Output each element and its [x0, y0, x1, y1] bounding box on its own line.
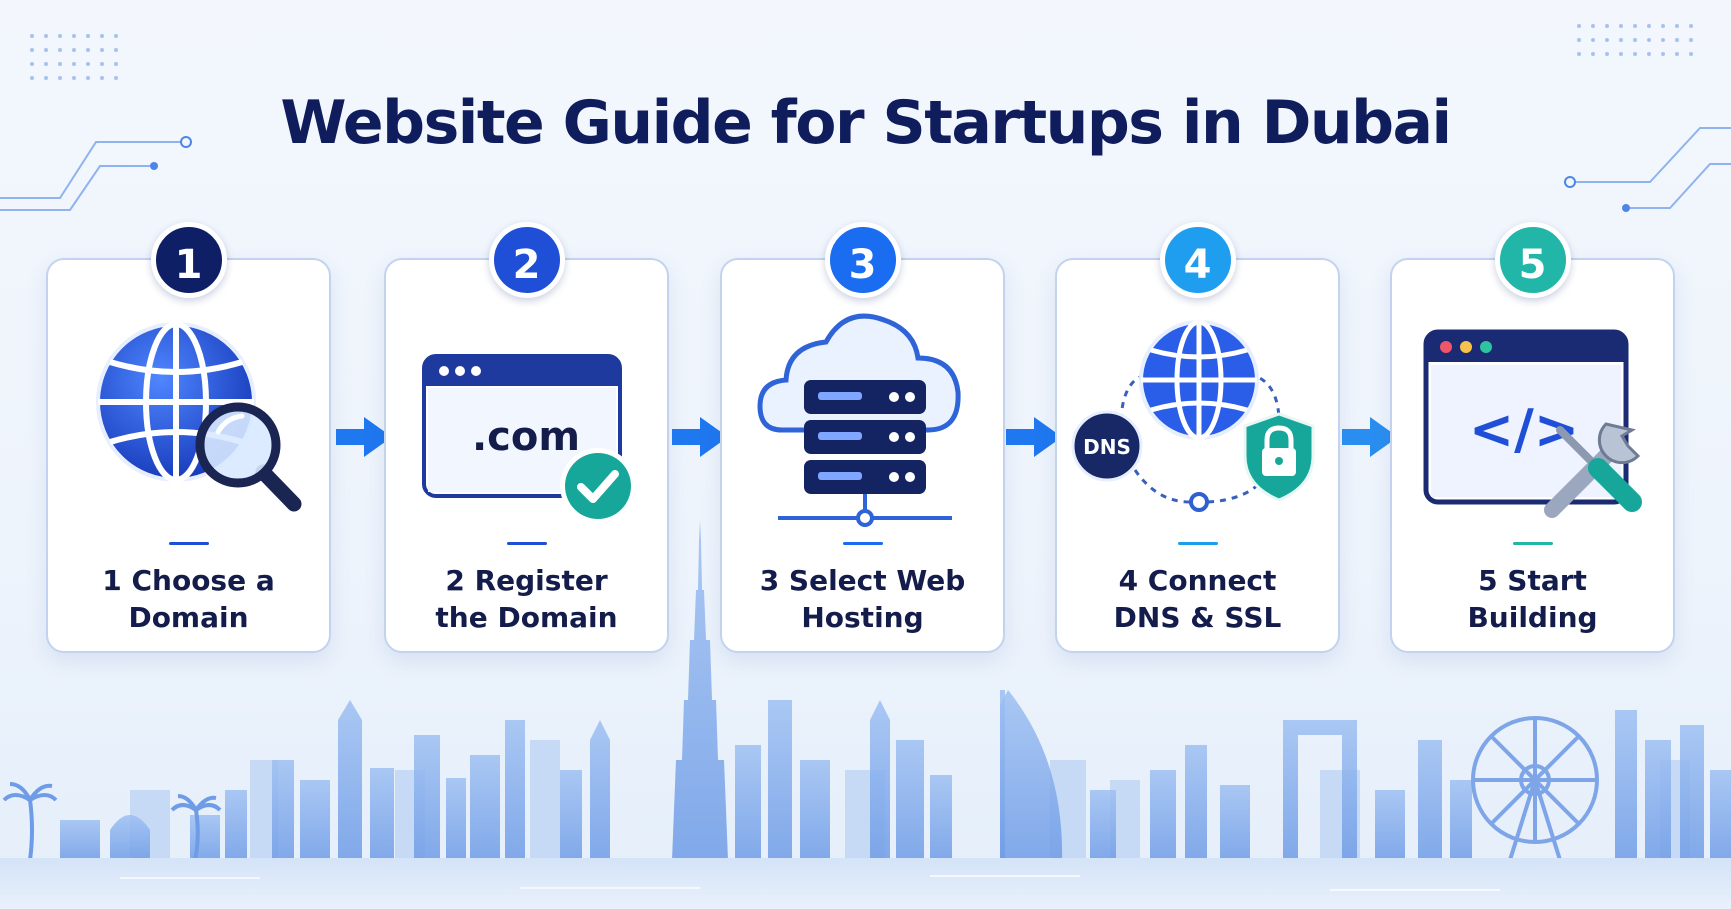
wrench-icon — [1544, 422, 1641, 518]
step-card-3: 3 3 Select Web Hosting — [720, 222, 1005, 653]
step-card-5: 5 </> 5 Start Building — [1390, 222, 1675, 653]
arrow-right-icon-4 — [1342, 417, 1398, 457]
step-number-badge-1: 1 — [150, 222, 227, 298]
page-title: Website Guide for Startups in Dubai — [280, 88, 1452, 158]
step-divider-3 — [842, 542, 883, 545]
dns-label-text: DNS — [1083, 435, 1131, 459]
step-card-4: 4 DNS 4 Connect DNS & SSL — [1055, 222, 1340, 653]
step-card-2: 2 .com 2 Register the Domain — [384, 222, 669, 653]
step-label-2: 2 Register the Domain — [435, 564, 618, 634]
step-card-1: 1 1 Choose a Domain — [46, 222, 331, 653]
step-label-4: 4 Connect DNS & SSL — [1113, 564, 1282, 634]
step-label-1: 1 Choose a Domain — [102, 564, 275, 634]
screwdriver-icon — [1556, 426, 1642, 512]
step-divider-2 — [506, 542, 547, 545]
code-window-tools-icon: </> — [1423, 329, 1642, 518]
domain-extension-text: .com — [472, 414, 580, 460]
arrow-right-icon-3 — [1006, 417, 1062, 457]
step-label-3: 3 Select Web Hosting — [759, 564, 966, 634]
step-number-badge-4: 4 — [1159, 222, 1236, 298]
cloud-server-icon — [757, 313, 961, 527]
globe-search-icon — [96, 321, 302, 512]
circuit-lines-right — [1564, 127, 1731, 212]
step-number-badge-5: 5 — [1494, 222, 1571, 298]
step-divider-5 — [1512, 542, 1553, 545]
domain-window-icon: .com — [422, 354, 636, 524]
step-label-5: 5 Start Building — [1467, 564, 1598, 634]
dot-pattern-left — [30, 34, 118, 80]
arrow-right-icon-2 — [672, 417, 728, 457]
step-number-badge-3: 3 — [824, 222, 901, 298]
arrow-right-icon-1 — [336, 417, 392, 457]
circuit-lines-left — [0, 136, 192, 211]
dot-pattern-right — [1577, 24, 1693, 56]
step-number-badge-2: 2 — [488, 222, 565, 298]
dns-ssl-network-icon: DNS — [1071, 319, 1315, 512]
step-divider-1 — [168, 542, 209, 545]
step-divider-4 — [1177, 542, 1218, 545]
